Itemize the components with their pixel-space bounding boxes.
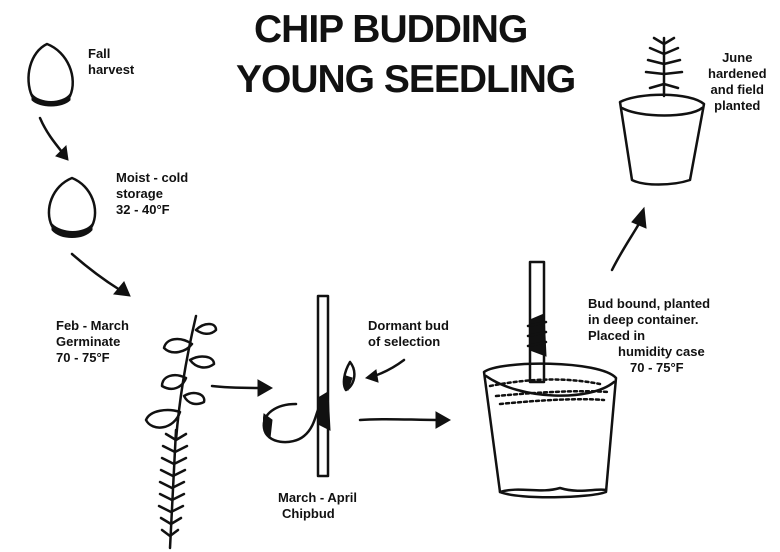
label-germinate-line3: 70 - 75°F (56, 350, 129, 366)
nut-storage-illustration (49, 178, 95, 238)
label-chipbud-line2: Chipbud (278, 506, 357, 522)
label-germinate: Feb - March Germinate 70 - 75°F (56, 318, 129, 366)
label-june-line1: June (708, 50, 767, 66)
label-june: June hardened and field planted (708, 50, 767, 114)
label-container-line1: Bud bound, planted (588, 296, 710, 312)
arrow-bud-to-stock (366, 360, 404, 382)
label-storage-line3: 32 - 40°F (116, 202, 188, 218)
arrow-germinate-to-chipbud (212, 380, 272, 396)
label-dormant-line2: of selection (368, 334, 449, 350)
chipbud-stock-illustration (263, 296, 330, 476)
label-fall-line1: Fall (88, 46, 134, 62)
label-june-line4: planted (708, 98, 767, 114)
label-chipbud-line1: March - April (278, 490, 357, 506)
arrow-container-to-field (612, 208, 646, 270)
label-fall-harvest: Fall harvest (88, 46, 134, 78)
title-line-2: YOUNG SEEDLING (236, 60, 575, 99)
label-dormant-line1: Dormant bud (368, 318, 449, 334)
label-container-line4: humidity case (588, 344, 710, 360)
label-container: Bud bound, planted in deep container. Pl… (588, 296, 710, 376)
arrow-chipbud-to-container (360, 412, 450, 428)
label-june-line3: and field (708, 82, 767, 98)
arrow-storage-to-germinate (72, 254, 130, 296)
title-line-1: CHIP BUDDING (254, 10, 527, 49)
label-container-line3: Placed in (588, 328, 710, 344)
label-chipbud: March - April Chipbud (278, 490, 357, 522)
label-container-line2: in deep container. (588, 312, 710, 328)
germinating-seedling-illustration (146, 316, 216, 548)
label-storage-line2: storage (116, 186, 188, 202)
label-storage-line1: Moist - cold (116, 170, 188, 186)
label-june-line2: hardened (708, 66, 767, 82)
label-germinate-line1: Feb - March (56, 318, 129, 334)
label-storage: Moist - cold storage 32 - 40°F (116, 170, 188, 218)
label-dormant-bud: Dormant bud of selection (368, 318, 449, 350)
nut-fall-illustration (28, 44, 72, 106)
label-germinate-line2: Germinate (56, 334, 129, 350)
label-fall-line2: harvest (88, 62, 134, 78)
dormant-bud-illustration (344, 362, 354, 390)
june-pot-illustration (620, 38, 704, 185)
arrow-fall-to-storage (40, 118, 68, 160)
label-container-line5: 70 - 75°F (588, 360, 710, 376)
